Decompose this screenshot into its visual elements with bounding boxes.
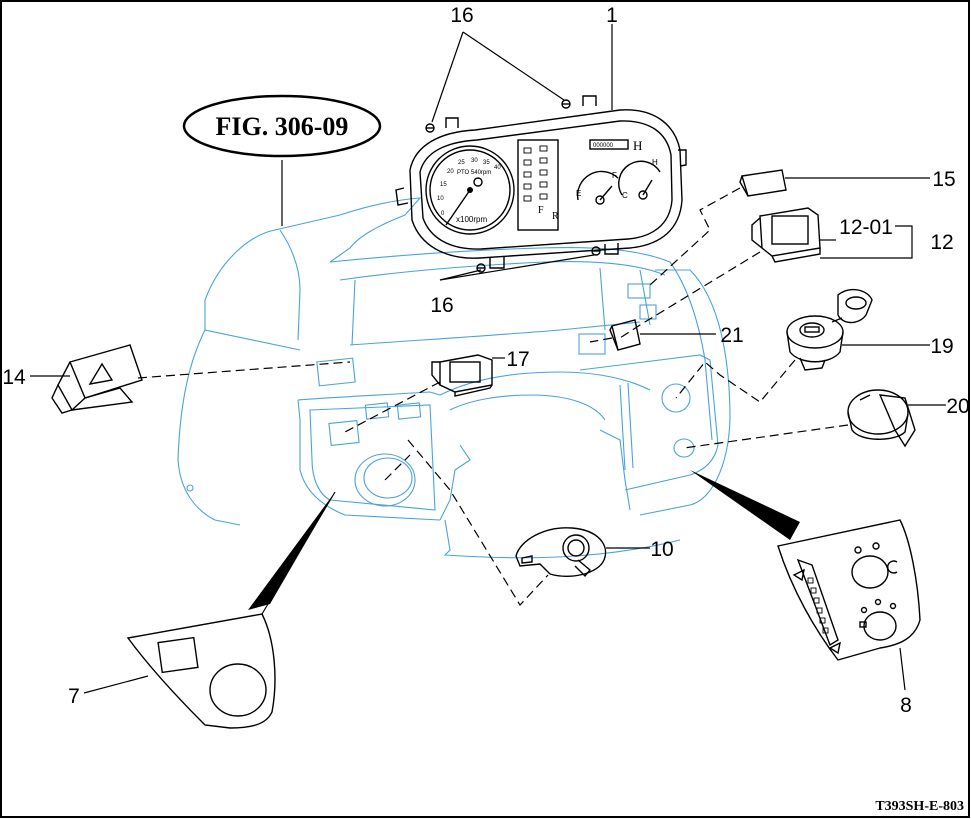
tach-tick-10: 10: [437, 196, 444, 202]
temp-gauge: [618, 160, 661, 196]
hour-meter: [589, 139, 629, 150]
callout-14: 14: [2, 366, 26, 389]
leader-lines: [30, 24, 946, 694]
assembly-lines: [137, 187, 849, 606]
figure-title: FIG. 306-09: [216, 112, 349, 141]
callout-12-01: 12-01: [839, 216, 893, 239]
hazard-triangle-icon: [88, 362, 114, 385]
callout-16-top: 16: [450, 4, 473, 27]
callout-20: 20: [946, 395, 969, 418]
instrument-cluster: 0 10 15 20 25 30 35 40 PTO 540rpm x100rp…: [395, 95, 687, 269]
right-panel-8: [777, 519, 921, 661]
button-21: [609, 319, 641, 351]
temp-hot-label: H: [652, 158, 658, 167]
glow-plug-icon: [473, 177, 483, 187]
tach-tick-25: 25: [458, 160, 465, 166]
figure-title-oval: [182, 94, 382, 158]
switch-cap-15: [739, 169, 787, 197]
tach-tick-20: 20: [447, 169, 454, 175]
forward-indicator: F: [538, 205, 544, 216]
temp-cold-label: C: [622, 191, 628, 200]
tach-unit: x100rpm: [456, 215, 487, 224]
fuel-gauge: [576, 170, 619, 201]
tach-tick-30: 30: [471, 158, 478, 164]
figure-code: T393SH-E-803: [875, 799, 964, 814]
hour-meter-digits: 000000: [593, 143, 614, 149]
callout-12: 12: [930, 231, 953, 254]
light-switch-10: [515, 527, 607, 578]
left-panel-7: [126, 613, 276, 729]
dashboard-housing: [177, 197, 731, 559]
hour-letter: H: [633, 138, 642, 153]
callout-19: 19: [930, 335, 953, 358]
tachometer-dial: [425, 145, 515, 235]
cluster-screws: [425, 99, 601, 273]
rocker-switch-17: [431, 354, 493, 397]
reverse-indicator: R: [552, 211, 559, 222]
arrow-down-icon: [828, 641, 841, 655]
tach-tick-35: 35: [483, 160, 490, 166]
arrow-up-icon: [792, 568, 805, 582]
callout-21: 21: [720, 324, 743, 347]
rotary-knob-20: [847, 389, 916, 448]
key-switch-19: [786, 288, 873, 371]
tach-tick-15: 15: [440, 182, 447, 188]
callout-16-bottom: 16: [430, 294, 453, 317]
callout-17: 17: [506, 348, 529, 371]
fuel-full-label: F: [612, 171, 617, 180]
callout-7: 7: [68, 685, 80, 708]
hazard-switch: [51, 344, 143, 414]
fuel-empty-label: E: [576, 189, 581, 198]
tach-tick-40: 40: [494, 165, 501, 171]
pto-label: PTO 540rpm: [457, 170, 491, 176]
callout-8: 8: [900, 694, 912, 717]
tach-tick-0: 0: [441, 211, 445, 217]
panel-pointers: [248, 470, 800, 615]
rocker-switch-12: [751, 207, 821, 263]
callout-10: 10: [650, 538, 673, 561]
callout-numbers: 1 7 8 10 12 12-01 14 15 16 16 17 19 20 2…: [2, 4, 969, 717]
callout-15: 15: [932, 168, 955, 191]
warning-lamps: [523, 145, 548, 202]
callout-1: 1: [606, 4, 618, 27]
